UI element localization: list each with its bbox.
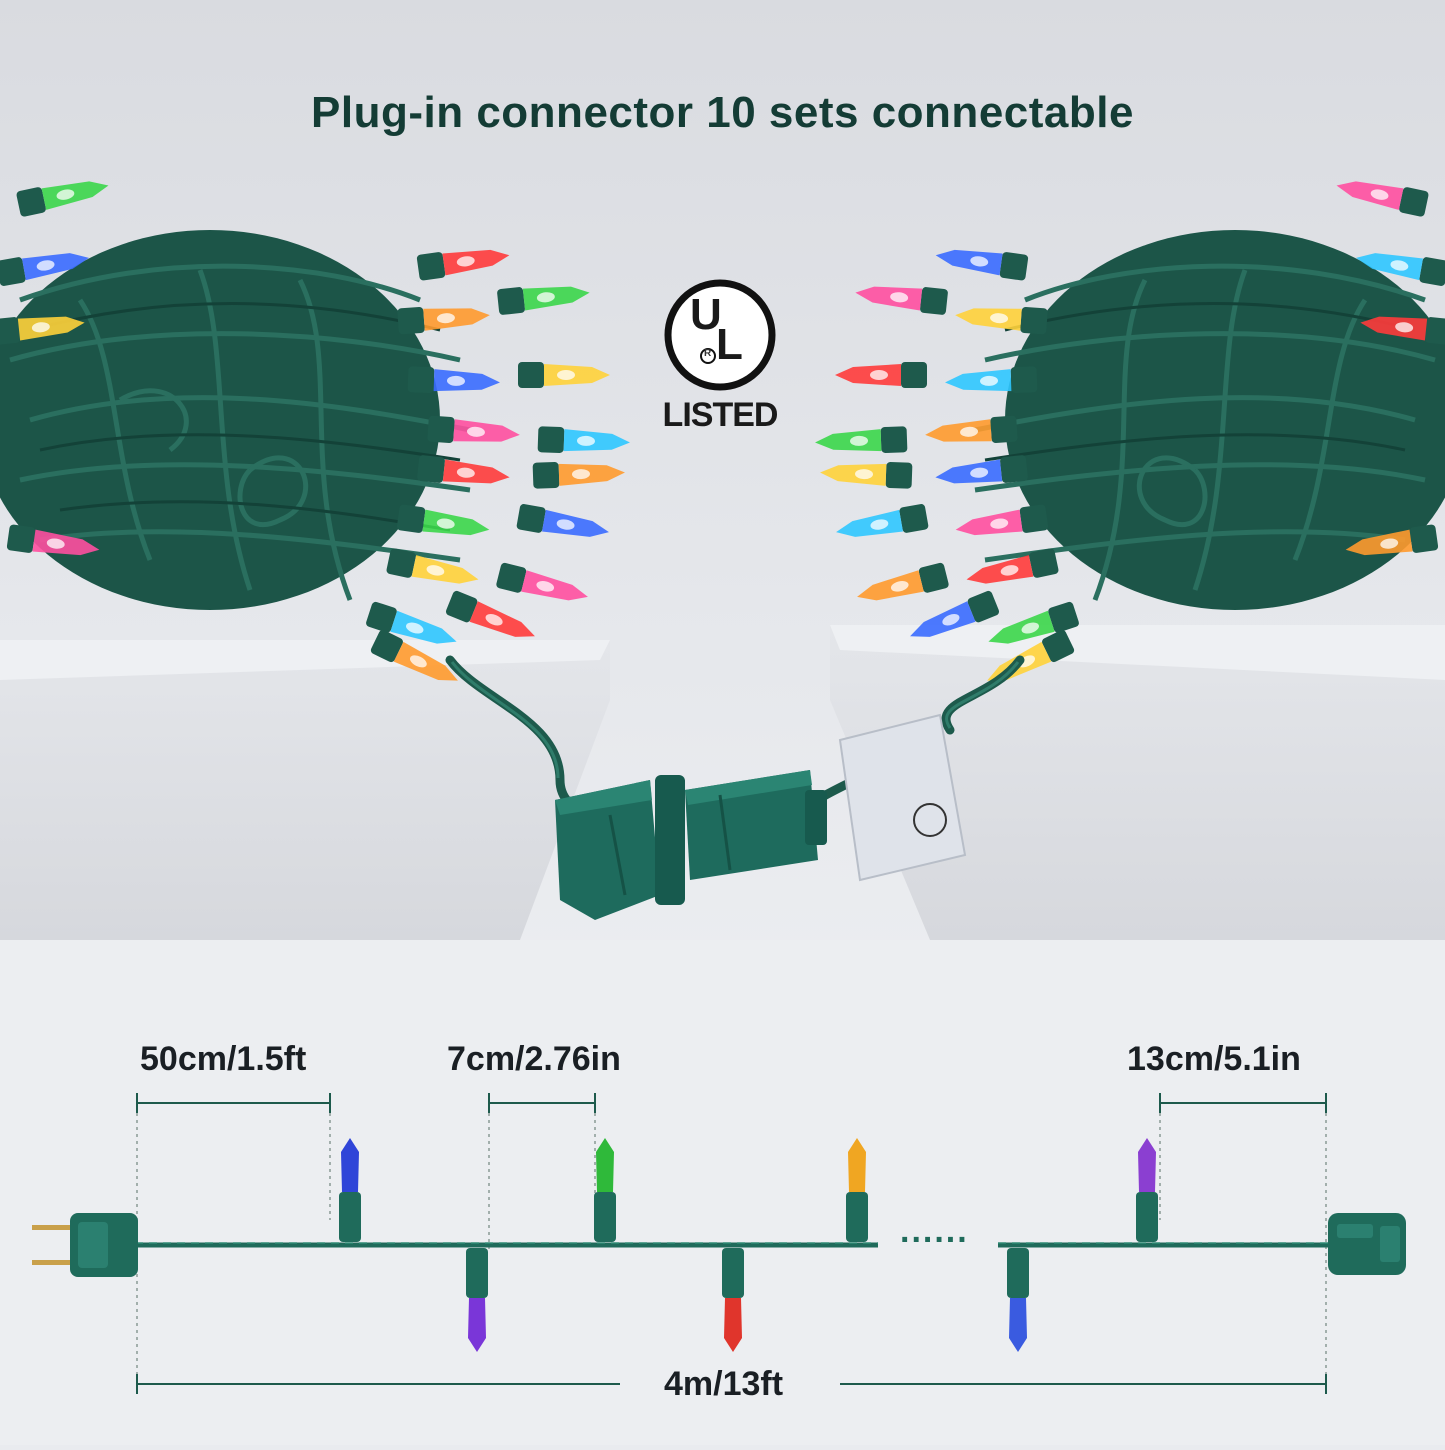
light-bulb bbox=[1345, 524, 1439, 556]
light-bulb bbox=[935, 249, 1029, 281]
light-bulb bbox=[945, 366, 1038, 393]
female-socket-icon bbox=[1328, 1213, 1406, 1275]
diagram-bulb bbox=[594, 1138, 616, 1242]
light-bulb bbox=[417, 455, 510, 484]
diagram-bulbs bbox=[339, 1138, 1158, 1352]
left-light-bundle bbox=[0, 230, 471, 610]
diagram-bulb bbox=[1136, 1138, 1158, 1242]
light-bulb bbox=[855, 286, 948, 315]
length-diagram bbox=[32, 1093, 1406, 1394]
light-bulb bbox=[496, 562, 588, 601]
light-bulb bbox=[820, 462, 913, 489]
total-length-label: 4m/13ft bbox=[664, 1365, 784, 1403]
diagram-bulb bbox=[722, 1248, 744, 1352]
male-plug-icon bbox=[32, 1213, 138, 1277]
light-bulb bbox=[1356, 253, 1445, 286]
light-bulb bbox=[532, 462, 625, 489]
light-bulb bbox=[857, 562, 949, 601]
light-bulb bbox=[516, 504, 609, 537]
light-bulb bbox=[518, 362, 610, 388]
ul-listed-label: LISTED bbox=[662, 396, 779, 434]
inline-connector-icon bbox=[555, 770, 827, 920]
end-length-label: 13cm/5.1in bbox=[1127, 1040, 1301, 1078]
ul-mark-l: L bbox=[716, 320, 743, 369]
light-bulb bbox=[1360, 316, 1445, 345]
light-bulb bbox=[0, 316, 85, 345]
light-bulb bbox=[416, 249, 510, 281]
light-bulb bbox=[445, 590, 535, 637]
light-bulb bbox=[366, 601, 457, 644]
light-bulb bbox=[0, 253, 89, 286]
ul-registered: R bbox=[704, 348, 712, 359]
light-bulb bbox=[955, 307, 1048, 335]
light-bulb bbox=[815, 426, 908, 453]
light-bulb bbox=[407, 366, 500, 393]
light-bulb bbox=[955, 504, 1049, 536]
light-bulb bbox=[925, 415, 1018, 443]
lead-length-label: 50cm/1.5ft bbox=[140, 1040, 307, 1078]
diagram-bulb bbox=[846, 1138, 868, 1242]
light-bulb bbox=[370, 630, 458, 681]
light-bulb bbox=[427, 415, 520, 443]
photo-bulbs bbox=[0, 181, 1445, 681]
light-bulb bbox=[1336, 181, 1429, 217]
light-bulb bbox=[6, 524, 100, 556]
light-bulb bbox=[966, 548, 1059, 584]
light-bulb bbox=[935, 455, 1028, 484]
light-bulb bbox=[497, 286, 590, 315]
diagram-bulb bbox=[1007, 1248, 1029, 1352]
certification-tag bbox=[838, 713, 967, 882]
light-bulb bbox=[386, 548, 479, 584]
ul-listed-icon bbox=[664, 279, 776, 391]
light-bulb bbox=[836, 504, 929, 537]
continuation-dots: ...... bbox=[900, 1212, 969, 1250]
light-bulb bbox=[910, 590, 1000, 637]
bulb-spacing-label: 7cm/2.76in bbox=[447, 1040, 621, 1078]
diagram-bulb bbox=[339, 1138, 361, 1242]
light-bulb bbox=[988, 601, 1079, 644]
diagram-bulb bbox=[466, 1248, 488, 1352]
light-bulb bbox=[396, 504, 490, 536]
light-bulb bbox=[397, 307, 490, 335]
ul-mark-u: U bbox=[690, 290, 722, 339]
right-light-bundle bbox=[974, 230, 1445, 610]
light-bulb bbox=[16, 181, 109, 217]
headline: Plug-in connector 10 sets connectable bbox=[311, 88, 1134, 137]
light-bulb bbox=[835, 362, 927, 388]
light-bulb bbox=[537, 426, 630, 453]
